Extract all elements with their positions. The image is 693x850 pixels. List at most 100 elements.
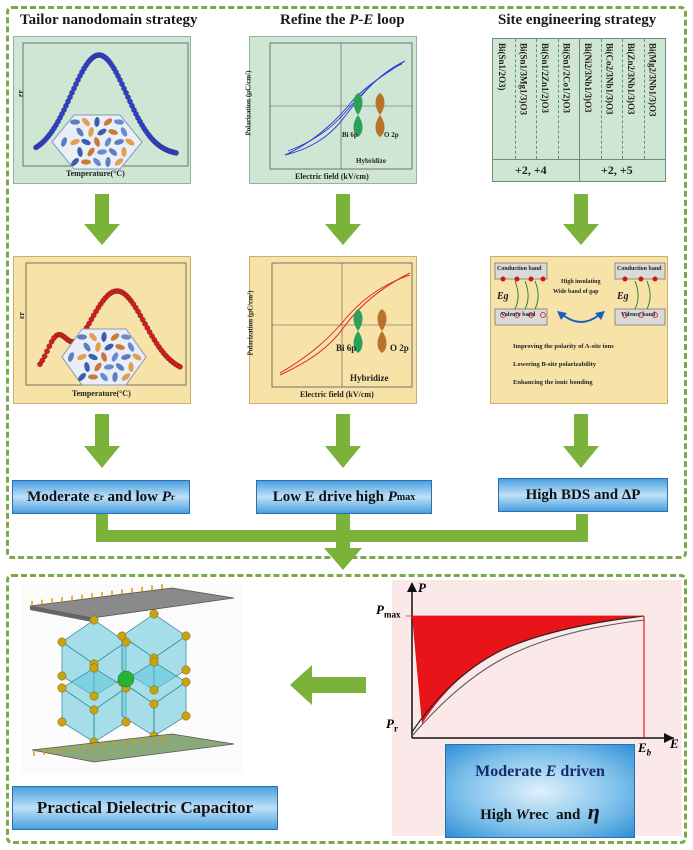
nanodomain-grain bbox=[111, 352, 119, 362]
atom-sphere bbox=[89, 615, 99, 625]
header-tailor: Tailor nanodomain strategy bbox=[20, 12, 198, 28]
atom-sphere bbox=[181, 665, 191, 675]
nanodomain-grain bbox=[108, 129, 118, 135]
atom-sphere bbox=[121, 717, 131, 727]
hybridize-label: Hybridize bbox=[356, 157, 386, 165]
high-insulating-label: High insulating bbox=[561, 279, 601, 285]
site-formula-7: Bi(Mg2/3Nb1/3)O3 bbox=[647, 43, 658, 117]
atom-sphere bbox=[149, 685, 159, 695]
nanodomain-grain bbox=[105, 157, 111, 167]
nanodomain-grain bbox=[89, 332, 97, 342]
bi6p-label-2: Bi 6p bbox=[336, 343, 357, 353]
blue-pe-loop bbox=[269, 42, 413, 170]
site-formula-2: Bi(Sn1/2Zn1/2)O3 bbox=[540, 43, 550, 114]
nanodomain-grain bbox=[84, 362, 90, 372]
nanodomain-grain bbox=[104, 343, 114, 351]
moderate-e-text: Moderate E driven bbox=[475, 763, 605, 780]
nanodomain-grain bbox=[115, 344, 125, 350]
bottom-section-frame bbox=[6, 574, 687, 844]
site-dashed-divider bbox=[600, 39, 602, 159]
band-gap-panel: Conduction band Conduction band Valence … bbox=[490, 256, 668, 404]
nanodomain-grain bbox=[88, 374, 98, 380]
site-dashed-divider bbox=[622, 39, 623, 159]
nanodomain-grain bbox=[77, 147, 83, 157]
nanodomain-grain bbox=[94, 117, 100, 127]
nanodomain-grain bbox=[97, 128, 107, 136]
capacitor-image bbox=[22, 584, 242, 774]
nanodomain-grain bbox=[88, 127, 94, 137]
curve-dot bbox=[173, 150, 179, 156]
curve-dot bbox=[137, 312, 144, 319]
efield-label: Electric field (kV/cm) bbox=[295, 172, 369, 181]
valence-divider bbox=[579, 39, 580, 181]
red-pe-loop bbox=[271, 262, 413, 388]
banner-high-bds: High BDS and ΔP bbox=[498, 478, 668, 512]
nanodomain-grain bbox=[87, 147, 95, 157]
curve-dot bbox=[88, 316, 95, 323]
nanodomain-grain bbox=[77, 334, 87, 340]
nanodomain-panel-bottom: εr Temperature(°C) bbox=[13, 256, 191, 404]
atom-sphere bbox=[57, 671, 67, 681]
pe-loop-panel-top: Polarization (μC/cm²) Electric field (kV… bbox=[244, 36, 417, 184]
header-site: Site engineering strategy bbox=[498, 12, 657, 28]
o2p-label-2: O 2p bbox=[390, 343, 409, 353]
nanodomain-grain bbox=[71, 157, 79, 167]
conduction-band-right: Conduction band bbox=[617, 266, 662, 272]
atom-sphere bbox=[89, 663, 99, 673]
bullet-1: Improving the polarity of A-site ions bbox=[513, 343, 614, 350]
curve-dot bbox=[177, 364, 183, 370]
nanodomain-grain bbox=[70, 119, 80, 125]
nanodomain-grain bbox=[81, 159, 91, 165]
nanodomain-grain bbox=[76, 127, 84, 137]
wide-band-label: Wide band of gap bbox=[553, 289, 599, 295]
atom-sphere bbox=[149, 609, 159, 619]
curve-dot bbox=[142, 321, 148, 327]
nanodomain-grain bbox=[97, 149, 107, 155]
site-dashed-divider bbox=[643, 39, 645, 159]
red-permittivity-curve bbox=[25, 262, 187, 386]
site-formula-3: Bi(Sn1/2Co1/2)O3 bbox=[561, 43, 572, 114]
nanodomain-grain bbox=[68, 352, 74, 362]
nanodomain-grain bbox=[94, 137, 100, 147]
nanodomain-grain bbox=[93, 157, 101, 167]
atom-sphere bbox=[181, 631, 191, 641]
site-formula-5: Bi(Co2/3Nb1/3)O3 bbox=[604, 43, 615, 115]
atom-sphere bbox=[149, 699, 159, 709]
conduction-band-left: Conduction band bbox=[497, 266, 542, 272]
nanodomain-grain bbox=[101, 352, 107, 362]
eg-left: Eg bbox=[497, 291, 509, 302]
nanodomain-grain bbox=[78, 372, 86, 382]
nanodomain-grain bbox=[127, 342, 135, 352]
merge-arrow bbox=[96, 514, 588, 570]
eb-label: Eb bbox=[638, 740, 652, 758]
nanodomain-grain bbox=[112, 372, 118, 382]
curve-dot bbox=[139, 316, 146, 323]
valence-band-right: Valence band bbox=[621, 312, 656, 318]
band-diagram bbox=[494, 262, 666, 326]
nanodomain-grain bbox=[77, 353, 87, 361]
blue-permittivity-curve bbox=[22, 42, 189, 170]
atom-sphere bbox=[57, 683, 67, 693]
bi6p-label: Bi 6p bbox=[342, 131, 358, 139]
pe-loop-panel-bottom: Polarization (μC/cm²) Electric field (kV… bbox=[246, 256, 417, 404]
nanodomain-grain bbox=[100, 372, 108, 382]
site-formula-6: Bi(Zn2/3Nb1/3)O3 bbox=[626, 43, 636, 115]
nanodomain-grain bbox=[81, 138, 91, 146]
nanodomain-grain bbox=[94, 362, 102, 372]
valence-left: +2, +4 bbox=[515, 163, 547, 177]
curve-dot bbox=[144, 325, 151, 331]
nanodomain-grain bbox=[121, 354, 131, 360]
nanodomain-grain bbox=[70, 138, 80, 146]
e-axis-label: E bbox=[670, 736, 679, 751]
moderate-e-box: Moderate E driven High Wrec and η bbox=[445, 744, 635, 838]
energy-plot bbox=[406, 582, 674, 743]
atom-sphere bbox=[57, 717, 67, 727]
nanodomain-grain bbox=[108, 148, 118, 156]
nanodomain-grain bbox=[103, 118, 113, 126]
header-refine: Refine the P-E loop bbox=[280, 12, 405, 28]
bullet-2: Lowering B-site polarizability bbox=[513, 361, 597, 368]
nanodomain-grain bbox=[83, 342, 91, 352]
